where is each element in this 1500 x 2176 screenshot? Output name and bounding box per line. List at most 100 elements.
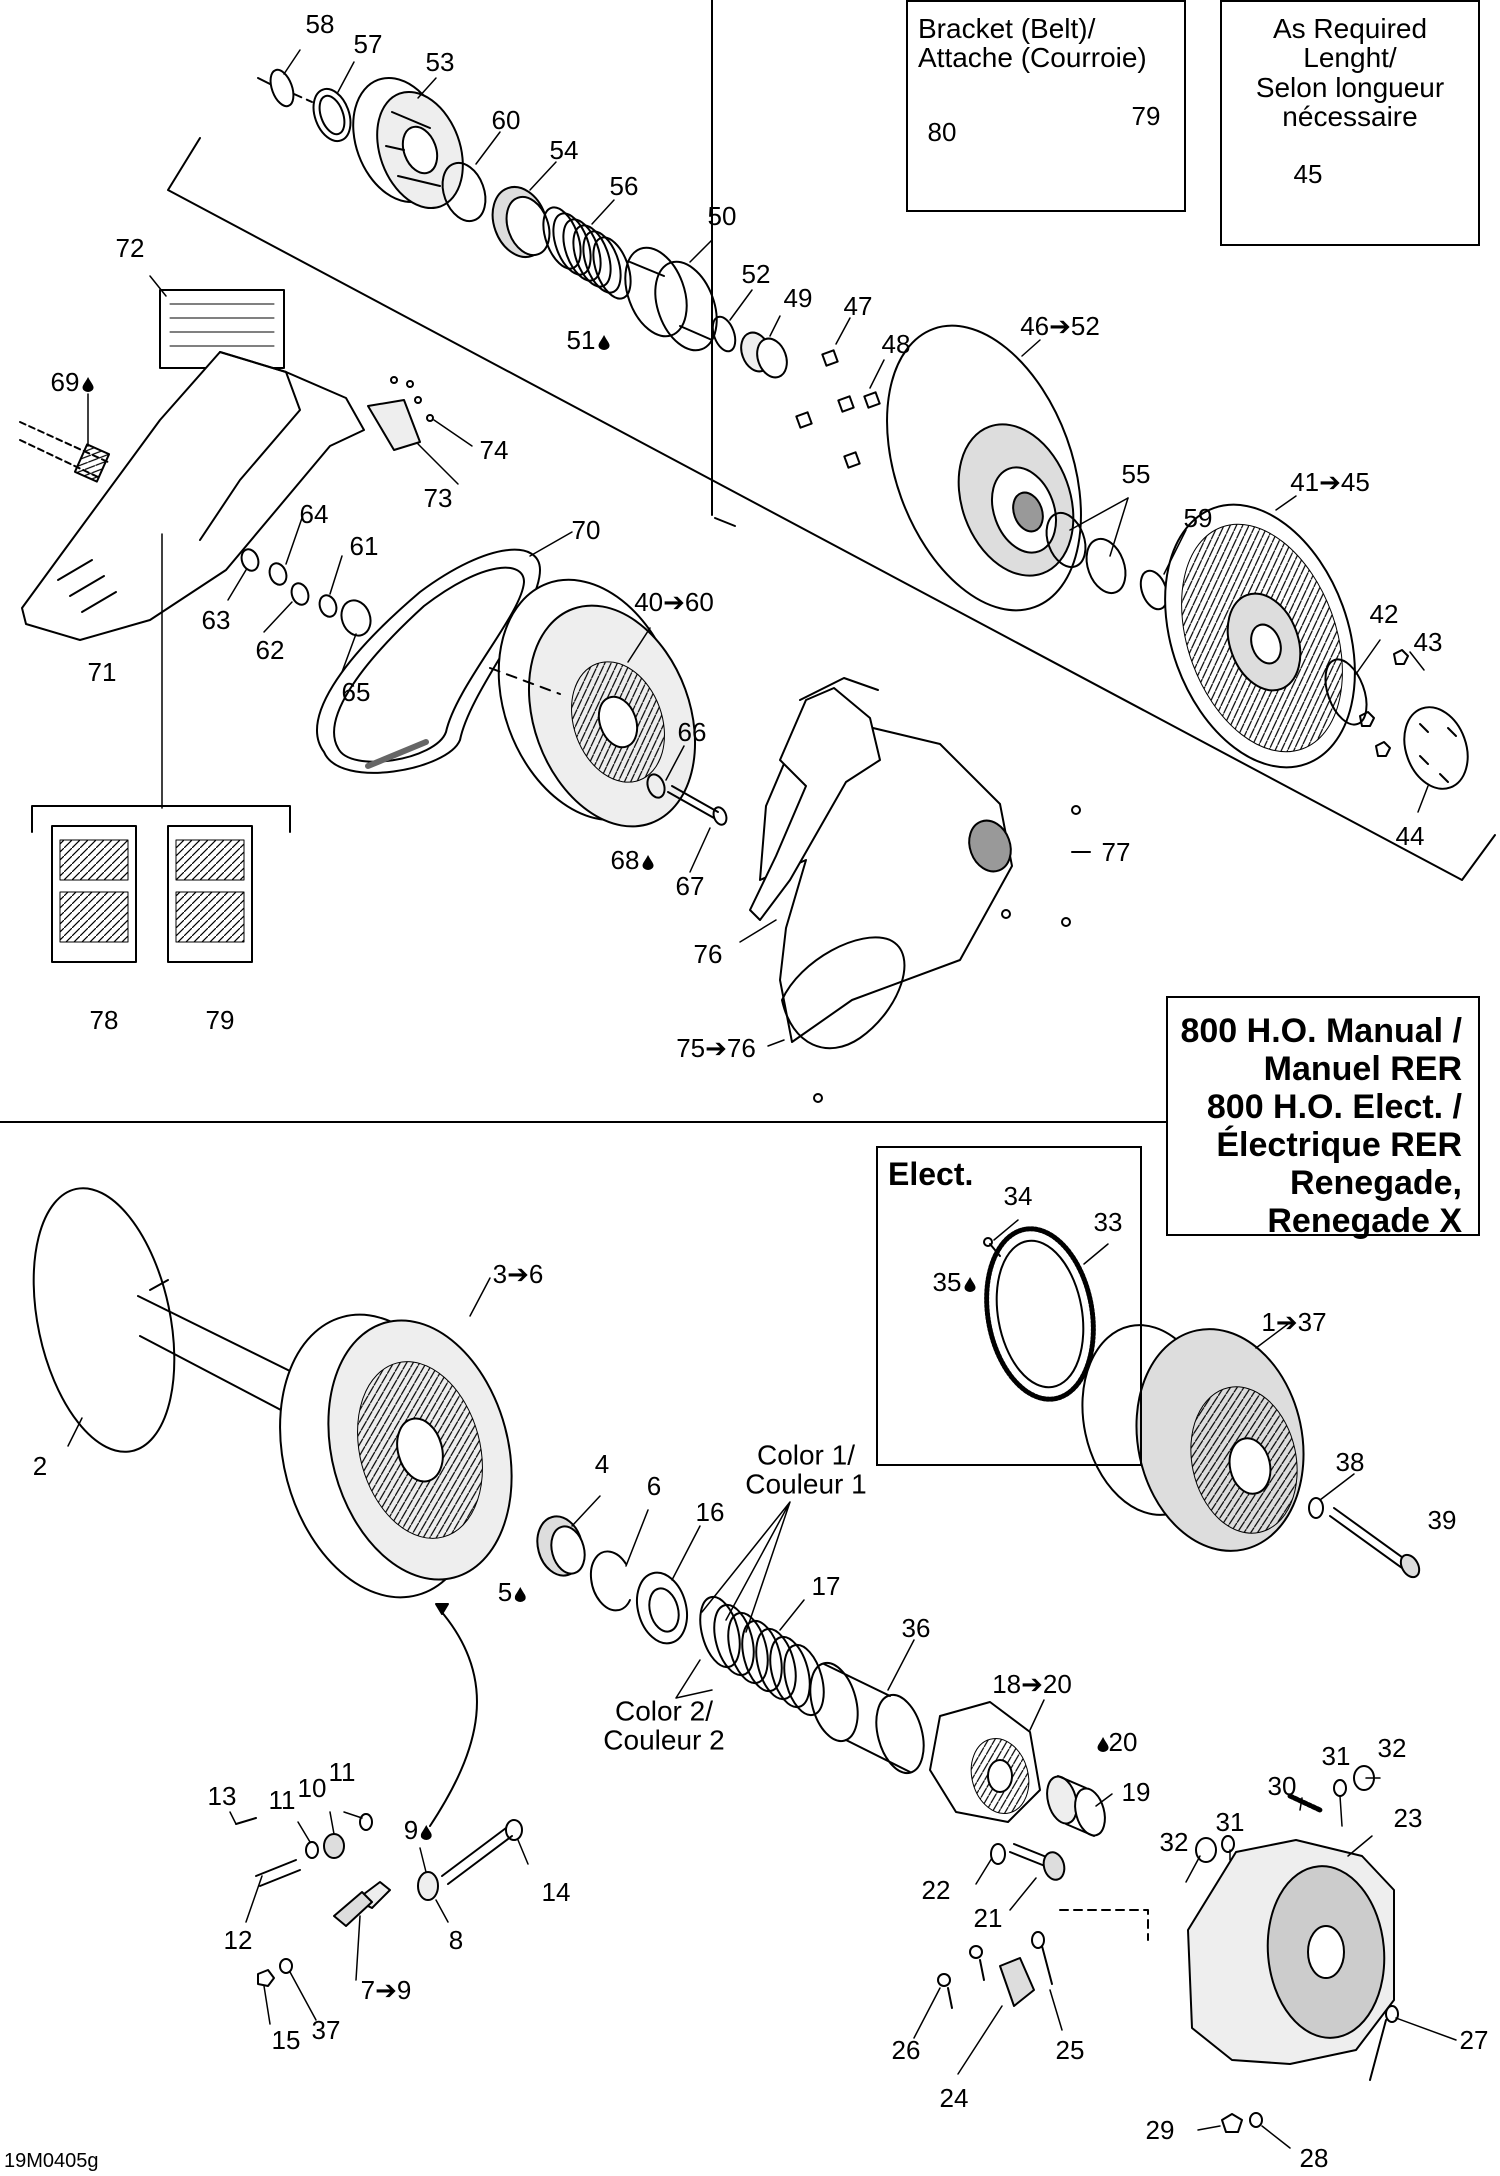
callout-31-a: 31 xyxy=(1321,1741,1351,1771)
callout-18-20: 18➔20 xyxy=(992,1669,1072,1699)
belt-bracket-box: Bracket (Belt)/ Attache (Courroie) xyxy=(906,0,1186,212)
part-31-washer-b xyxy=(1333,1779,1347,1797)
callout-26: 26 xyxy=(891,2035,921,2065)
callout-78: 78 xyxy=(89,1005,119,1035)
part-27-bolt xyxy=(1369,2005,1399,2081)
callout-6: 6 xyxy=(646,1471,662,1501)
part-29-nut xyxy=(1221,2113,1243,2133)
lubricant-drop-icon xyxy=(964,1277,976,1292)
part-60-ring xyxy=(441,161,487,223)
color-1-line-1: Color 1/ xyxy=(756,1439,856,1471)
callout-34: 34 xyxy=(1003,1181,1033,1211)
callout-61: 61 xyxy=(349,531,379,561)
part-55-washer-a xyxy=(1045,511,1087,569)
part-63-washer xyxy=(240,548,260,572)
part-13-cotter-pin xyxy=(235,1817,257,1825)
callout-50: 50 xyxy=(707,201,737,231)
callout-55: 55 xyxy=(1121,459,1151,489)
callout-79-bracket: 79 xyxy=(1131,101,1161,131)
electric-start-title: Elect. xyxy=(888,1156,974,1192)
callout-36: 36 xyxy=(901,1613,931,1643)
part-11-washer-b xyxy=(359,1813,373,1831)
callout-24: 24 xyxy=(939,2083,969,2113)
part-25-pin xyxy=(1031,1931,1053,1985)
belt-bracket-title-line-2: Attache (Courroie) xyxy=(918,42,1147,74)
callout-14: 14 xyxy=(541,1877,571,1907)
callout-48: 48 xyxy=(881,329,911,359)
part-4-bushing xyxy=(536,1515,586,1577)
part-12-pin xyxy=(255,1859,301,1887)
callout-2: 2 xyxy=(32,1451,48,1481)
part-65-washer xyxy=(340,599,372,637)
color-1-label: Color 1/ Couleur 1 xyxy=(745,1439,867,1500)
callout-7-9: 7➔9 xyxy=(360,1975,412,2005)
callout-43: 43 xyxy=(1413,627,1443,657)
part-46-fixed-sheave xyxy=(886,324,1082,612)
lubricant-drop-icon xyxy=(515,1587,527,1602)
part-61-washer xyxy=(318,594,338,618)
part-42-ring xyxy=(1324,658,1368,726)
callout-63: 63 xyxy=(201,605,231,635)
callout-54: 54 xyxy=(549,135,579,165)
callout-28: 28 xyxy=(1299,2143,1329,2173)
callout-47: 47 xyxy=(843,291,873,321)
callout-21: 21 xyxy=(973,1903,1003,1933)
callout-4: 4 xyxy=(594,1449,610,1479)
callout-74: 74 xyxy=(479,435,509,465)
length-title-line-2: Lenght/ xyxy=(1303,42,1397,74)
callout-67: 67 xyxy=(675,871,705,901)
model-line-6: Renegade X xyxy=(1267,1202,1462,1241)
length-box: As Required Lenght/ Selon longueur néces… xyxy=(1220,0,1480,246)
part-37-washer xyxy=(279,1958,293,1974)
part-38-washer xyxy=(1308,1497,1324,1519)
lubricant-drop-icon xyxy=(82,377,94,392)
callout-11-a: 11 xyxy=(268,1785,296,1815)
part-36-sleeve xyxy=(809,1661,925,1775)
driven-pulley-bracket-line xyxy=(167,137,1496,881)
callout-62: 62 xyxy=(255,635,285,665)
part-66-washer xyxy=(646,773,666,799)
length-title-line-4: nécessaire xyxy=(1282,101,1418,133)
callout-31-b: 31 xyxy=(1215,1807,1245,1837)
callout-8: 8 xyxy=(448,1925,464,1955)
callout-38: 38 xyxy=(1335,1447,1365,1477)
part-18-spider xyxy=(929,1701,1041,1823)
model-line-4: Électrique RER xyxy=(1216,1126,1462,1165)
callout-51: 51 xyxy=(567,327,610,353)
part-30-spring xyxy=(1287,1793,1323,1813)
part-64-washer xyxy=(268,562,288,586)
part-1-drive-pulley-assembly xyxy=(1081,1324,1305,1552)
belt-bracket-title-line-1: Bracket (Belt)/ xyxy=(918,13,1096,44)
callout-58: 58 xyxy=(305,9,335,39)
callout-11-b: 11 xyxy=(328,1757,356,1787)
color-1-line-2: Couleur 1 xyxy=(745,1469,867,1500)
color-2-label: Color 2/ Couleur 2 xyxy=(603,1695,725,1756)
part-62-washer xyxy=(290,582,310,606)
color-2-line-2: Couleur 2 xyxy=(603,1725,725,1756)
callout-29: 29 xyxy=(1145,2115,1175,2145)
callout-3-6: 3➔6 xyxy=(492,1259,544,1289)
part-11-washer-a xyxy=(305,1841,319,1859)
part-69-grease-brush xyxy=(19,421,111,483)
callout-73: 73 xyxy=(423,483,453,513)
color-2-line-1: Color 2/ xyxy=(614,1695,714,1727)
callout-68: 68 xyxy=(611,847,654,873)
callout-56: 56 xyxy=(609,171,639,201)
part-70-drive-belt xyxy=(316,548,541,774)
part-17-spring xyxy=(699,1595,825,1717)
callout-65: 65 xyxy=(341,677,371,707)
callout-22: 22 xyxy=(921,1875,951,1905)
part-67-bolt xyxy=(667,785,728,826)
part-56-spring xyxy=(542,206,632,300)
callout-37: 37 xyxy=(311,2015,341,2045)
callout-13: 13 xyxy=(207,1781,237,1811)
part-39-bolt xyxy=(1329,1507,1421,1579)
part-73-74-bracket xyxy=(367,376,434,451)
part-7-lever xyxy=(333,1881,391,1927)
lever-arrow-head xyxy=(435,1603,449,1615)
part-43-nuts xyxy=(1359,649,1409,757)
length-title-line-1: As Required xyxy=(1272,13,1428,44)
callout-20: 20 xyxy=(1095,1729,1137,1755)
